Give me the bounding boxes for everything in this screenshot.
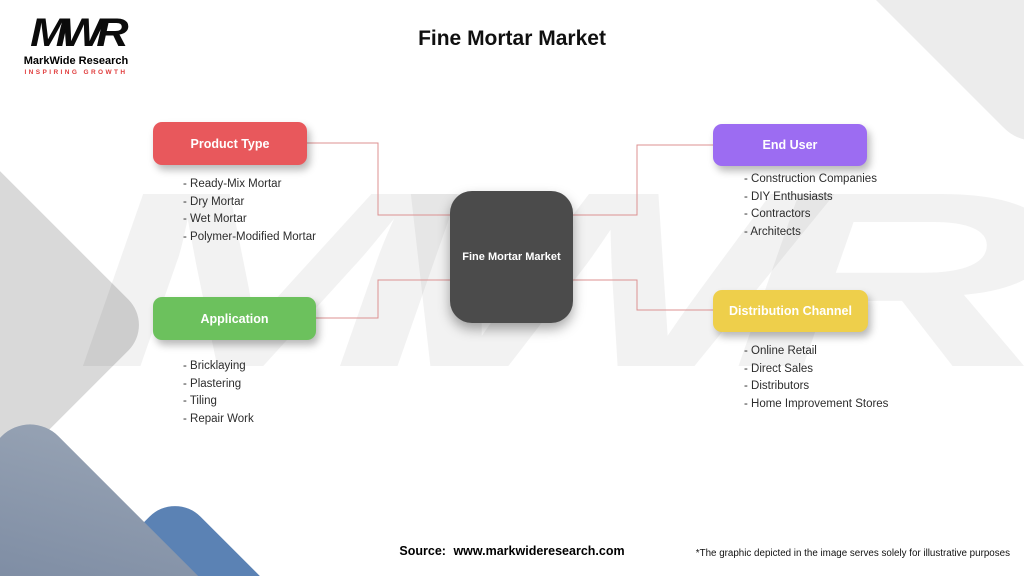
segment-items-end-user: - Construction Companies - DIY Enthusias… (744, 171, 877, 241)
segment-item: - Online Retail (744, 345, 817, 357)
segment-item: - Distributors (744, 380, 810, 393)
segment-item: - Contractors (744, 208, 811, 221)
segment-items-application: - Bricklaying - Plastering - Tiling - Re… (183, 358, 254, 428)
segment-item: - Direct Sales (744, 362, 814, 375)
source-url[interactable]: www.markwideresearch.com (453, 544, 625, 558)
segment-item: - Wet Mortar (183, 213, 247, 226)
logo-tagline: Inspiring Growth (24, 69, 128, 76)
segment-item: - Home Improvement Stores (744, 397, 889, 410)
center-node: Fine Mortar Market (450, 191, 573, 323)
logo-acronym: MWR (30, 11, 129, 55)
segment-item: - Architects (744, 225, 801, 238)
segment-items-distribution-channel: - Online Retail - Direct Sales - Distrib… (744, 343, 888, 413)
segment-item: - Bricklaying (183, 360, 246, 372)
segment-item: - Repair Work (183, 412, 254, 425)
segment-item: - Polymer-Modified Mortar (183, 230, 316, 243)
segment-item: - DIY Enthusiasts (744, 190, 833, 203)
segment-header-product-type: Product Type (153, 122, 307, 165)
segment-header-application: Application (153, 297, 316, 340)
segment-item: - Plastering (183, 377, 242, 390)
segment-item: - Ready-Mix Mortar (183, 178, 282, 190)
segment-header-distribution-channel: Distribution Channel (713, 290, 868, 332)
markwide-research-logo: MWR MarkWide Research Inspiring Growth (20, 12, 132, 76)
page-title: Fine Mortar Market (418, 27, 606, 50)
disclaimer-text: *The graphic depicted in the image serve… (695, 548, 1010, 559)
segment-items-product-type: - Ready-Mix Mortar - Dry Mortar - Wet Mo… (183, 176, 316, 246)
segment-item: - Dry Mortar (183, 195, 245, 208)
source-label: Source: (399, 544, 446, 558)
segment-header-end-user: End User (713, 124, 867, 166)
segment-item: - Construction Companies (744, 173, 877, 185)
source-line: Source: www.markwideresearch.com (399, 544, 624, 558)
logo-name: MarkWide Research (23, 55, 129, 67)
segment-item: - Tiling (183, 395, 217, 408)
